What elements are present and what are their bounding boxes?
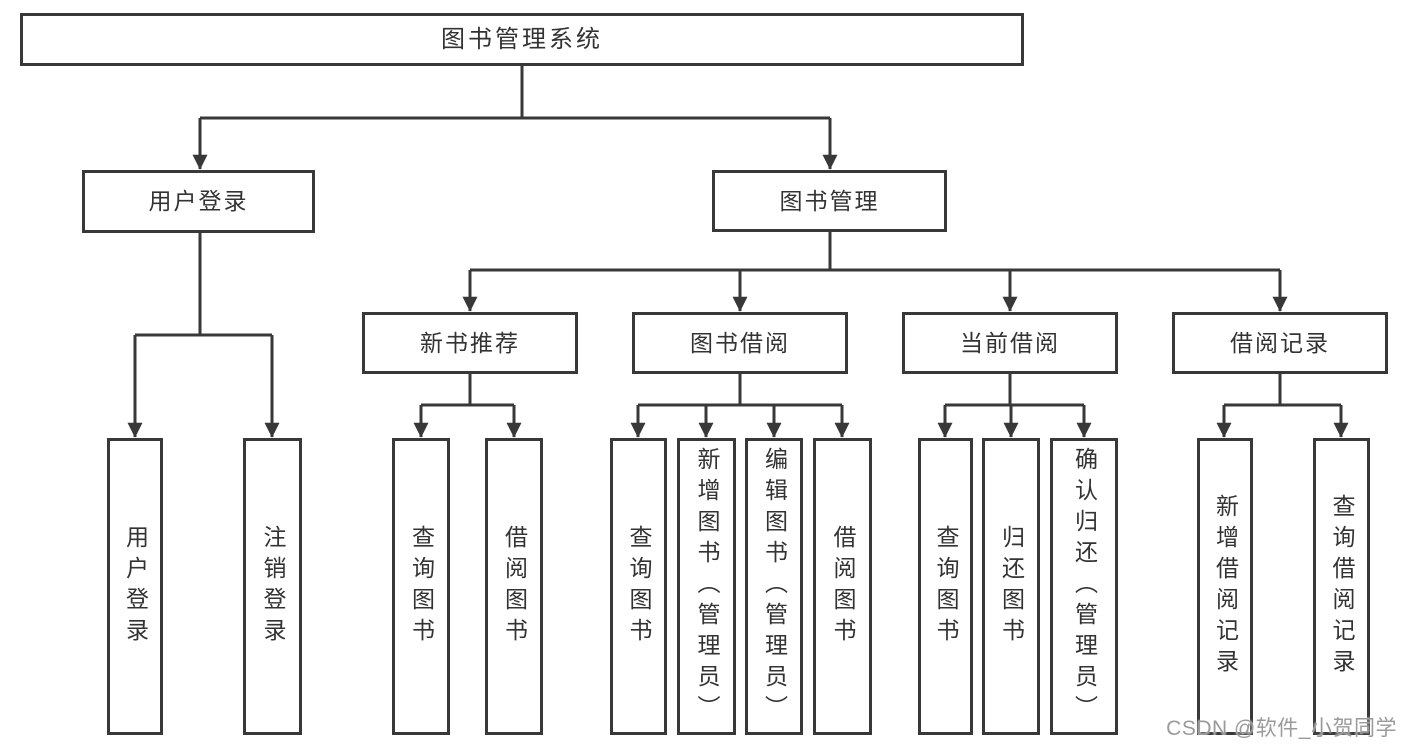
node-book-borrowing: 图书借阅 bbox=[632, 312, 848, 374]
leaf-borrowing-query-books: 查询图书 bbox=[610, 438, 667, 735]
node-current-borrowing: 当前借阅 bbox=[902, 312, 1118, 374]
leaf-borrowing-edit-books-admin: 编辑图书（管理员） bbox=[745, 438, 803, 735]
leaf-borrowing-add-books-admin: 新增图书（管理员） bbox=[677, 438, 736, 735]
node-borrow-records: 借阅记录 bbox=[1172, 312, 1388, 374]
node-root-library-system: 图书管理系统 bbox=[20, 13, 1024, 66]
node-user-login-branch: 用户登录 bbox=[82, 170, 315, 233]
leaf-newbook-borrow-books: 借阅图书 bbox=[485, 438, 543, 735]
leaf-current-return-books: 归还图书 bbox=[982, 438, 1040, 735]
leaf-current-confirm-return-admin: 确认归还（管理员） bbox=[1050, 438, 1118, 735]
leaf-newbook-query-books: 查询图书 bbox=[392, 438, 450, 735]
node-book-management-branch: 图书管理 bbox=[712, 170, 947, 232]
node-new-book-recommend: 新书推荐 bbox=[362, 312, 578, 374]
leaf-logout: 注销登录 bbox=[243, 438, 302, 735]
leaf-user-login: 用户登录 bbox=[107, 438, 163, 735]
leaf-current-query-books: 查询图书 bbox=[918, 438, 973, 735]
leaf-borrowing-borrow-books: 借阅图书 bbox=[813, 438, 872, 735]
csdn-watermark: CSDN @软件_小贺同学 bbox=[1166, 717, 1397, 740]
leaf-records-add-borrow-record: 新增借阅记录 bbox=[1197, 438, 1253, 735]
leaf-records-query-borrow-record: 查询借阅记录 bbox=[1313, 438, 1370, 735]
